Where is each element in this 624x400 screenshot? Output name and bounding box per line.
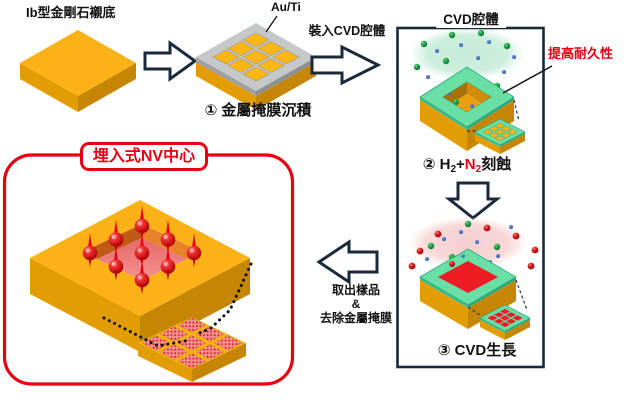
step2-etch-text: 刻蝕 — [481, 156, 512, 173]
step3-caption: ③ CVD生長 — [437, 342, 517, 359]
durability-label: 提高耐久性 — [548, 46, 614, 61]
step2-h: ② H — [422, 156, 451, 173]
takeout-label: 取出樣品 & 去除金屬掩膜 — [319, 283, 393, 325]
durability-pointer-line — [502, 65, 553, 94]
nv-inset-chip — [138, 317, 246, 382]
masked-block — [196, 15, 316, 110]
step2-n: N — [464, 156, 476, 173]
substrate-label: Ib型金剛石襯底 — [26, 5, 116, 20]
takeout-line2: & — [351, 296, 361, 311]
substrate-block — [20, 30, 136, 112]
step2-caption: ② H2+N2刻蝕 — [423, 156, 511, 176]
plasma-glow-green — [410, 28, 524, 80]
takeout-line3: 去除金屬掩膜 — [319, 310, 393, 325]
load-arrow-label: 裝入CVD腔體 — [308, 24, 386, 38]
cvd-chamber-box — [396, 26, 545, 369]
arrow-left-icon — [316, 239, 379, 285]
mask-material-label: Au/Ti — [271, 0, 301, 14]
arrow-right-icon — [143, 40, 198, 82]
grown-diamond-surface — [438, 261, 498, 293]
arrow-right-icon — [310, 44, 382, 86]
nv-structure — [30, 200, 250, 352]
step2-n-sub: 2 — [475, 164, 482, 175]
step1-caption: ① 金屬掩膜沉積 — [204, 102, 312, 119]
step2-h-sub: 2 — [450, 164, 457, 175]
auti-pointer-line — [265, 15, 278, 33]
etch-inset-chip — [474, 118, 526, 154]
magnify-dotted-lines — [102, 262, 253, 348]
takeout-line1: 取出樣品 — [331, 283, 381, 297]
growth-inset-chip — [479, 304, 531, 340]
step2-plus: + — [456, 156, 465, 173]
growth-structure — [419, 248, 528, 329]
chamber-title: CVD腔體 — [436, 12, 506, 28]
arrow-down-icon — [444, 181, 502, 220]
nv-title-badge: 埋入式NV中心 — [80, 142, 208, 171]
